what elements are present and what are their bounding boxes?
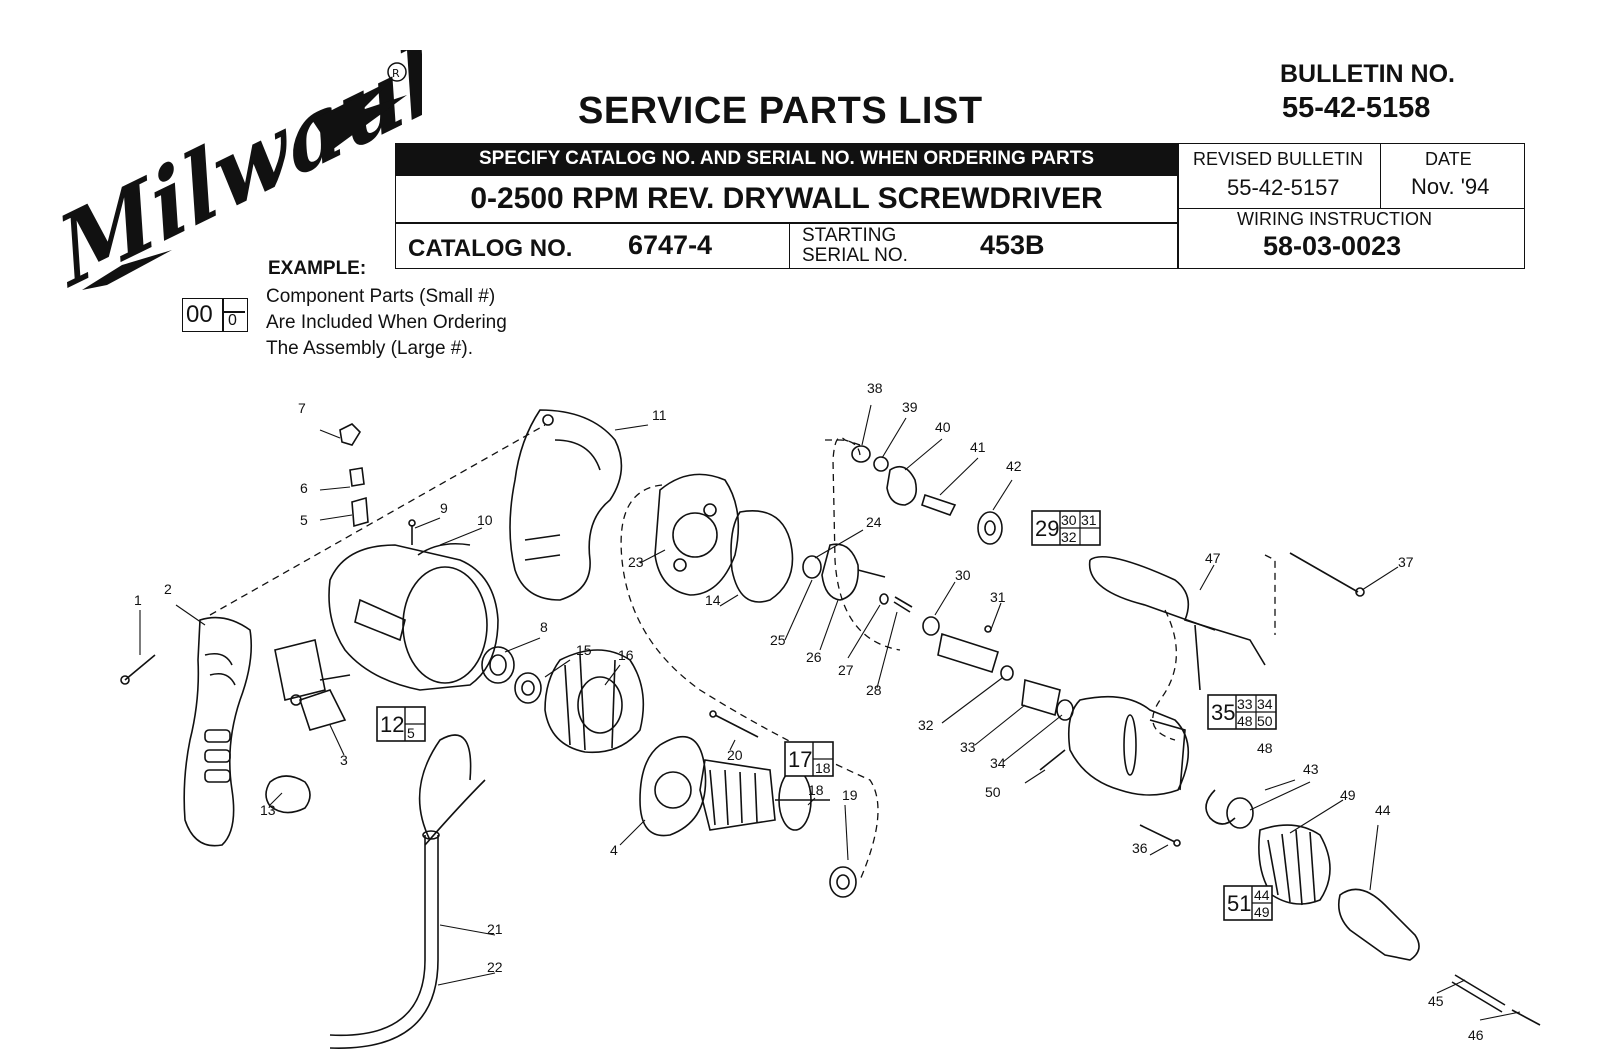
part-label-46: 46 [1468, 1027, 1484, 1043]
part-label-49: 49 [1340, 787, 1356, 803]
example-line-1: Component Parts (Small #) [266, 286, 496, 307]
part-label-16: 16 [618, 647, 634, 663]
component-number: 32 [1061, 529, 1077, 545]
header-table: SPECIFY CATALOG NO. AND SERIAL NO. WHEN … [395, 143, 1525, 269]
catalog-number: 6747-4 [628, 230, 713, 260]
part-label-43: 43 [1303, 761, 1319, 777]
serial-label: SERIAL NO. [802, 245, 908, 266]
part-label-15: 15 [576, 642, 592, 658]
part-label-7: 7 [298, 400, 306, 416]
example-assembly-box: 00 0 [182, 298, 248, 332]
bulletin-label: BULLETIN NO. [1280, 60, 1455, 88]
part-label-18: 18 [808, 782, 824, 798]
part-label-3: 3 [340, 752, 348, 768]
svg-text:R: R [392, 67, 400, 80]
example-line-3: The Assembly (Large #). [266, 338, 473, 359]
component-number: 34 [1257, 696, 1273, 712]
product-name: 0-2500 RPM REV. DRYWALL SCREWDRIVER [395, 175, 1178, 223]
part-label-22: 22 [487, 959, 503, 975]
revised-label: REVISED BULLETIN [1193, 149, 1364, 169]
component-number: 18 [815, 760, 831, 776]
part-label-10: 10 [477, 512, 493, 528]
part-label-38: 38 [867, 380, 883, 396]
component-number: 49 [1254, 904, 1270, 920]
part-label-48: 48 [1257, 740, 1273, 756]
part-label-31: 31 [990, 589, 1006, 605]
part-label-19: 19 [842, 787, 858, 803]
part-label-40: 40 [935, 419, 951, 435]
page-title: SERVICE PARTS LIST [578, 90, 983, 132]
component-number: 48 [1237, 713, 1253, 729]
part-label-27: 27 [838, 662, 854, 678]
date-label: DATE [1425, 149, 1472, 169]
example-line-2: Are Included When Ordering [266, 312, 507, 333]
part-label-44: 44 [1375, 802, 1391, 818]
part-label-32: 32 [918, 717, 934, 733]
component-number: 33 [1237, 696, 1253, 712]
wiring-label: WIRING INSTRUCTION [1237, 209, 1432, 229]
part-label-25: 25 [770, 632, 786, 648]
part-label-39: 39 [902, 399, 918, 415]
part-label-5: 5 [300, 512, 308, 528]
catalog-cell: CATALOG NO. 6747-4 [395, 223, 790, 269]
catalog-label: CATALOG NO. [408, 235, 573, 262]
part-label-50: 50 [985, 784, 1001, 800]
serial-cell: STARTING SERIAL NO. 453B [789, 223, 1178, 269]
assembly-number: 17 [788, 747, 812, 772]
starting-label: STARTING [802, 225, 897, 246]
example-description: Component Parts (Small #) Are Included W… [266, 284, 507, 362]
wiring-cell: WIRING INSTRUCTION 58-03-0023 [1178, 208, 1525, 269]
part-label-34: 34 [990, 755, 1006, 771]
part-label-24: 24 [866, 514, 882, 530]
part-label-23: 23 [628, 554, 644, 570]
part-label-21: 21 [487, 921, 503, 937]
part-label-1: 1 [134, 592, 142, 608]
part-label-37: 37 [1398, 554, 1414, 570]
part-label-9: 9 [440, 500, 448, 516]
specify-banner: SPECIFY CATALOG NO. AND SERIAL NO. WHEN … [395, 143, 1178, 175]
part-label-13: 13 [260, 802, 276, 818]
example-big-number: 00 [186, 301, 213, 328]
part-label-28: 28 [866, 682, 882, 698]
example-label: EXAMPLE: [268, 258, 367, 279]
component-number: 44 [1254, 887, 1270, 903]
part-label-20: 20 [727, 747, 743, 763]
component-number: 5 [407, 725, 415, 741]
part-label-36: 36 [1132, 840, 1148, 856]
part-label-11: 11 [652, 407, 667, 423]
part-label-30: 30 [955, 567, 971, 583]
part-label-45: 45 [1428, 993, 1444, 1009]
serial-number: 453B [980, 230, 1045, 260]
example-small-number: 0 [228, 312, 237, 329]
wiring-number: 58-03-0023 [1263, 231, 1402, 261]
part-label-4: 4 [610, 842, 618, 858]
part-label-42: 42 [1006, 458, 1022, 474]
assembly-number: 51 [1227, 891, 1251, 916]
revised-cell: REVISED BULLETIN 55-42-5157 [1178, 143, 1381, 209]
part-label-41: 41 [970, 439, 986, 455]
part-label-8: 8 [540, 619, 548, 635]
part-label-2: 2 [164, 581, 172, 597]
part-label-47: 47 [1205, 550, 1221, 566]
part-label-26: 26 [806, 649, 822, 665]
assembly-number: 29 [1035, 516, 1059, 541]
date-value: Nov. '94 [1411, 174, 1490, 199]
bulletin-number: 55-42-5158 [1282, 92, 1431, 124]
component-number: 31 [1081, 512, 1097, 528]
assembly-number: 12 [380, 712, 404, 737]
part-label-14: 14 [705, 592, 721, 608]
assembly-number: 35 [1211, 700, 1235, 725]
component-number: 30 [1061, 512, 1077, 528]
milwaukee-logo: Milwaukee R [62, 50, 422, 300]
part-label-6: 6 [300, 480, 308, 496]
revised-number: 55-42-5157 [1227, 175, 1340, 200]
part-label-33: 33 [960, 739, 976, 755]
component-number: 50 [1257, 713, 1273, 729]
